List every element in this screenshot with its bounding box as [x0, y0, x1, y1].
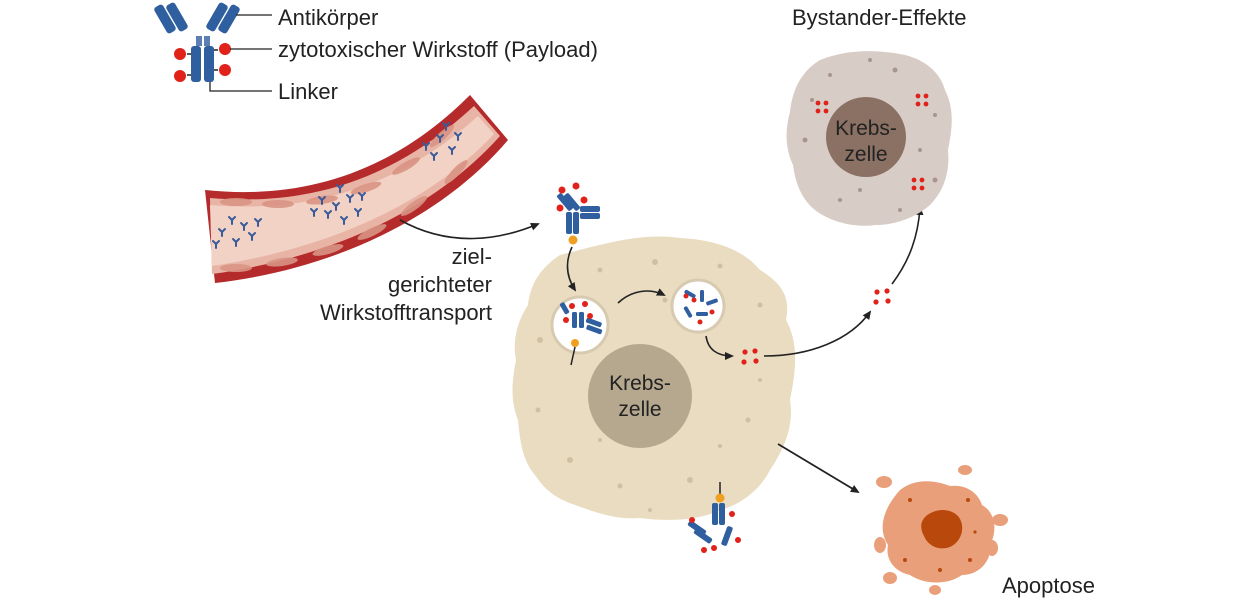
legend-antibody-label: Antikörper [278, 5, 379, 30]
legend-payload-label: zytotoxischer Wirkstoff (Payload) [278, 37, 598, 62]
apoptotic-cell [874, 465, 1008, 595]
arrow-lysosome-to-release [705, 335, 734, 360]
binding-antibody-icon [556, 182, 600, 245]
bystander-cell [786, 51, 952, 226]
arrow-to-apoptosis [777, 443, 860, 494]
arrow-to-bystander-cell [891, 206, 924, 285]
arrow-to-bystander-payload [763, 310, 872, 357]
bystander-nucleus [826, 97, 906, 177]
transport-label-line3: Wirkstofftransport [320, 300, 492, 325]
bystander-title: Bystander-Effekte [792, 5, 967, 30]
released-payload-icon [741, 348, 759, 365]
arrow-internalization [566, 246, 577, 292]
endosome-right [670, 278, 726, 334]
vessel-antibody-clusters [212, 122, 462, 249]
arrow-targeted-transport [399, 219, 540, 240]
cancer-cell-nucleus [588, 344, 692, 448]
legend-linker-label: Linker [278, 79, 338, 104]
endosome-left [550, 295, 610, 366]
legend-antibody-icon [154, 2, 240, 82]
arrow-endosome-to-lysosome [617, 288, 666, 304]
cancer-cell-label-line1: Krebs- [609, 372, 671, 395]
cancer-cell-label-line2: zelle [618, 398, 662, 421]
legend-payload-icons [174, 43, 231, 82]
bystander-label-line1: Krebs- [835, 117, 897, 140]
apoptosis-label: Apoptose [1002, 573, 1095, 598]
surface-antibody-bottom-icon [687, 482, 741, 553]
bystander-label-line2: zelle [844, 143, 888, 166]
transport-label-line1: ziel- [451, 244, 492, 269]
blood-vessel [205, 95, 508, 283]
diffusing-payload-icon [873, 288, 891, 305]
legend-leader-lines [209, 14, 272, 92]
transport-label-line2: gerichteter [388, 272, 492, 297]
